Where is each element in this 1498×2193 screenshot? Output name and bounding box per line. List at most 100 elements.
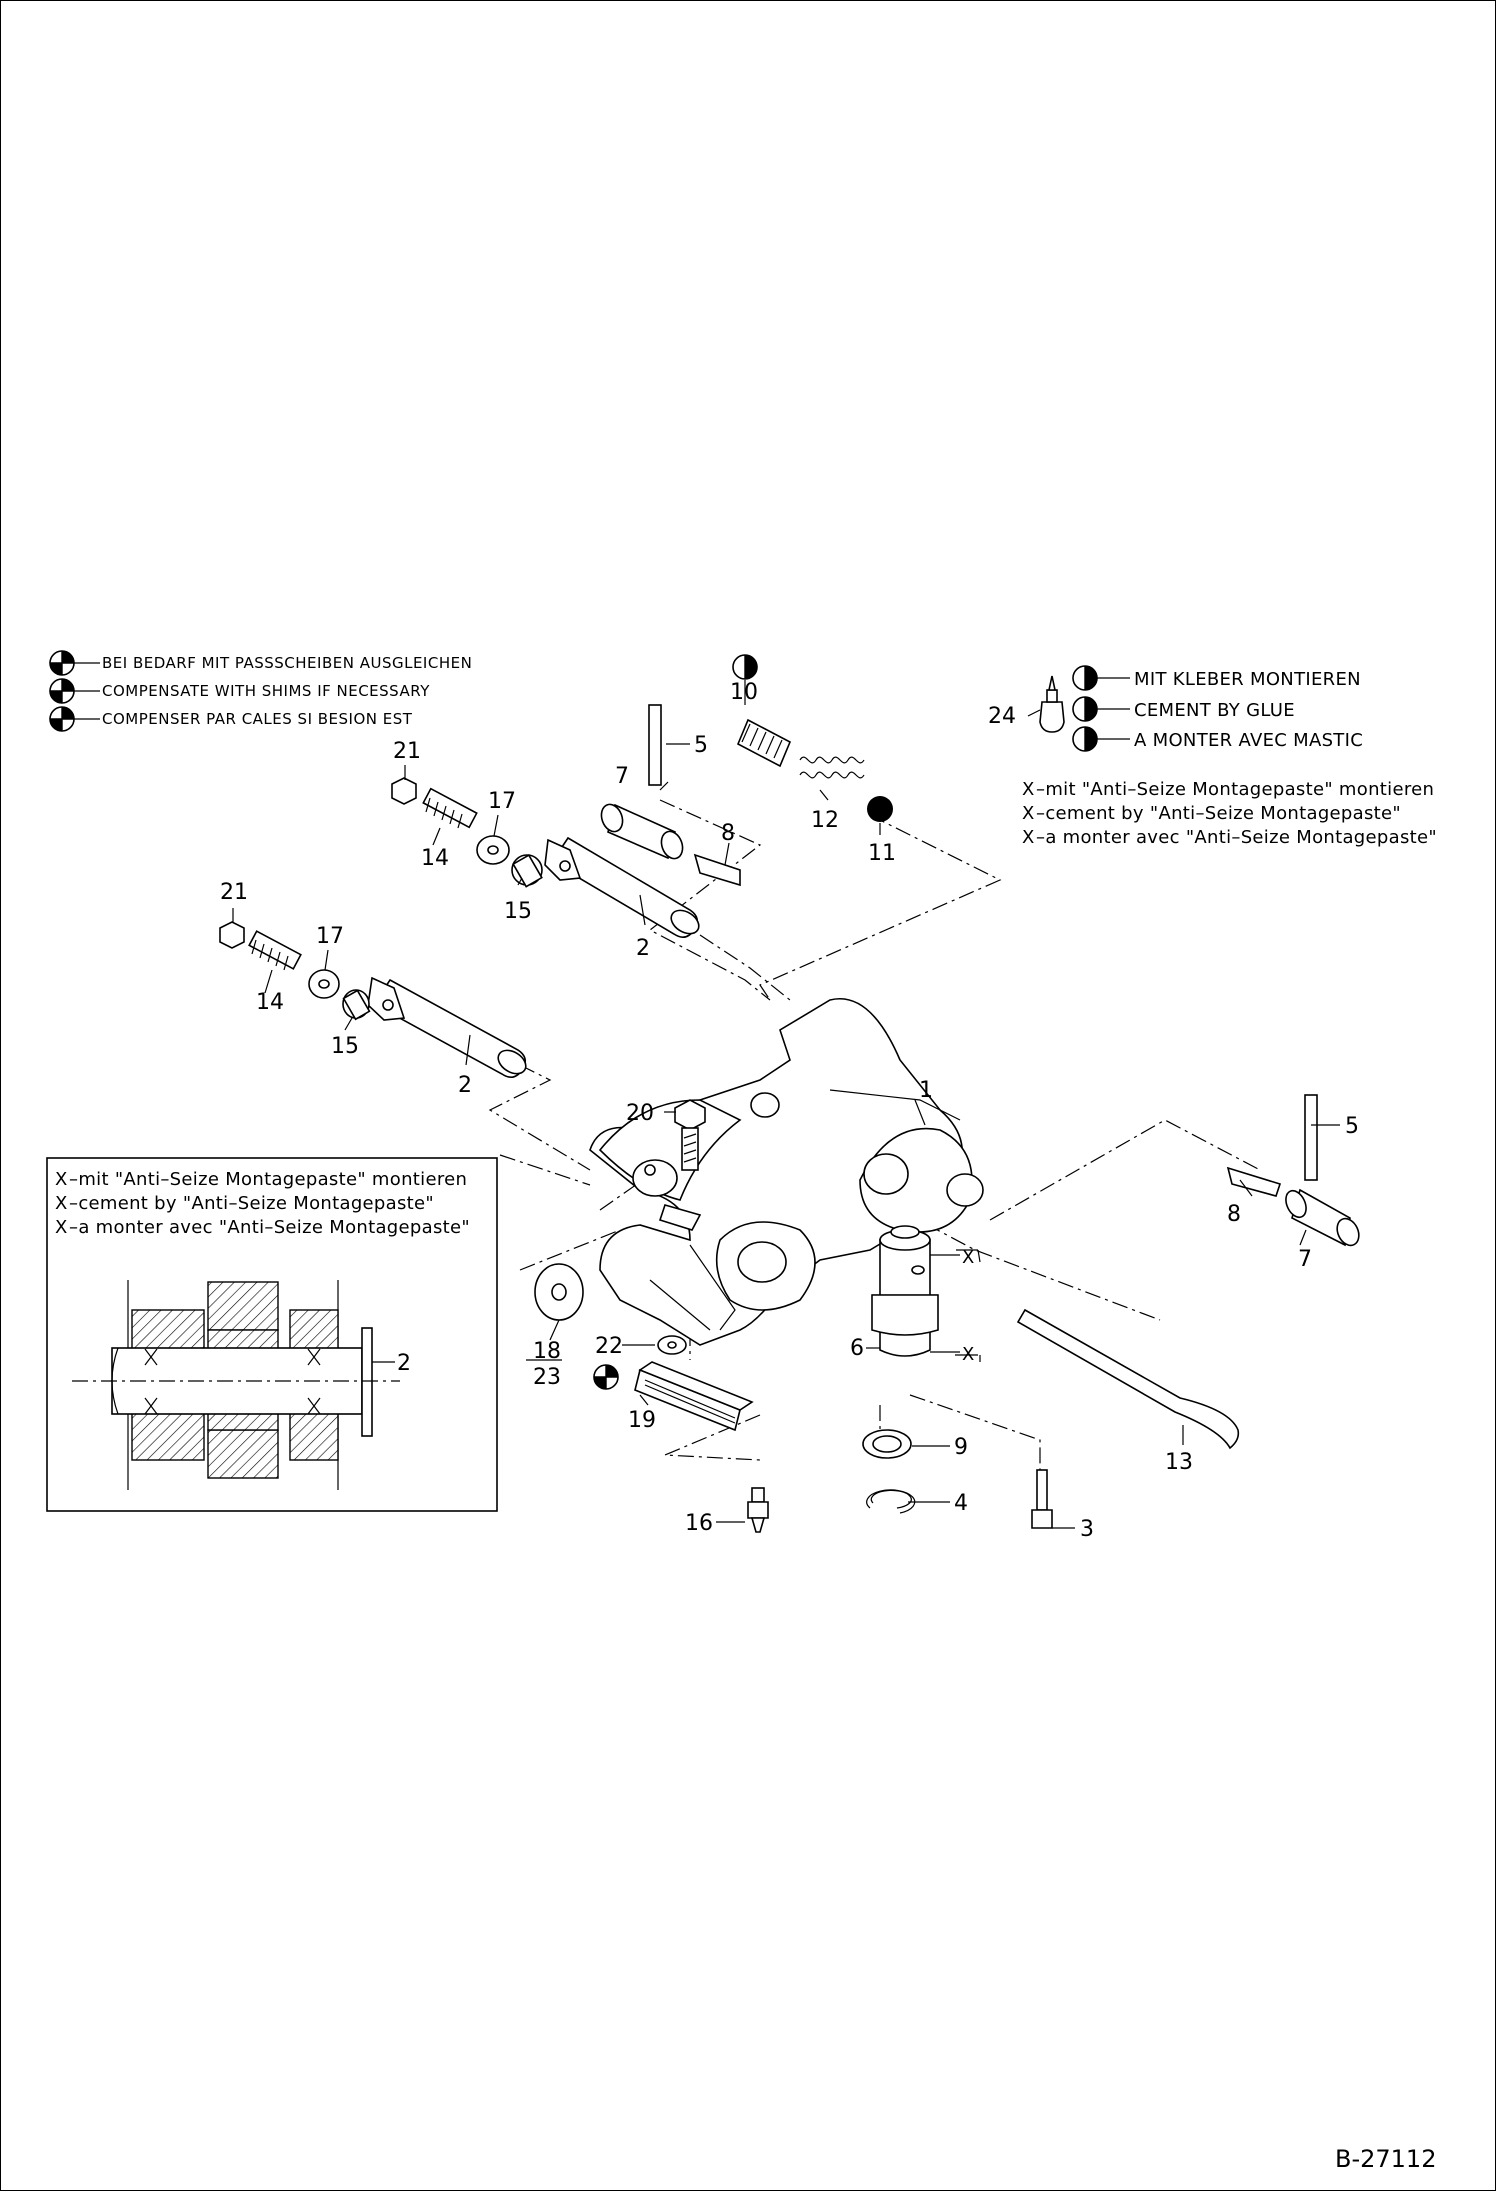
callout-17: 17 xyxy=(316,924,344,949)
antiseize-note-en: –cement by "Anti–Seize Montagepaste" xyxy=(1036,803,1401,824)
antiseize-mark: X xyxy=(55,1193,68,1214)
quartered-circle-icon xyxy=(593,1364,619,1390)
grease-nipple xyxy=(747,1487,769,1533)
threaded-stud xyxy=(248,930,302,971)
document-id: B-27112 xyxy=(1335,2145,1436,2173)
threaded-stud xyxy=(422,787,478,829)
half-filled-circle-icon xyxy=(1072,726,1098,752)
washer xyxy=(308,969,340,999)
hex-nut xyxy=(391,777,417,805)
callout-2: 2 xyxy=(397,1351,411,1376)
socket-screw xyxy=(1031,1469,1053,1529)
shims-note-de: BEI BEDARF MIT PASSSCHEIBEN AUSGLEICHEN xyxy=(102,654,472,672)
callout-15: 15 xyxy=(504,899,532,924)
shims-legend: BEI BEDARF MIT PASSSCHEIBEN AUSGLEICHEN … xyxy=(49,650,472,732)
antiseize-mark: X xyxy=(55,1217,68,1238)
inset-antiseize-fr: –a monter avec "Anti–Seize Montagepaste" xyxy=(69,1217,470,1238)
callout-13: 13 xyxy=(1165,1450,1193,1475)
shim-washer xyxy=(534,1263,584,1321)
callout-21: 21 xyxy=(393,739,421,764)
callout-2: 2 xyxy=(636,936,650,961)
antiseize-note-fr: –a monter avec "Anti–Seize Montagepaste" xyxy=(1036,827,1437,848)
quartered-circle-icon xyxy=(49,650,75,676)
callout-5: 5 xyxy=(1345,1114,1359,1139)
antiseize-mark: X xyxy=(962,1344,975,1365)
bushing-body xyxy=(342,989,371,1021)
callout-7: 7 xyxy=(1298,1247,1312,1272)
callout-8: 8 xyxy=(721,821,735,846)
callout-12: 12 xyxy=(811,808,839,833)
part-number-labels: 1 2 2 3 4 5 5 6 7 7 8 8 9 10 11 12 13 14… xyxy=(220,680,1359,1542)
adhesive-tube-icon xyxy=(1039,675,1065,733)
sleeve xyxy=(600,803,684,860)
antiseize-note-de: –mit "Anti–Seize Montagepaste" montieren xyxy=(1036,779,1434,800)
sleeve xyxy=(1285,1188,1360,1247)
callout-5: 5 xyxy=(694,733,708,758)
section-detail-inset: X X X –mit "Anti–Seize Montagepaste" mon… xyxy=(46,1157,498,1512)
glue-note-fr: A MONTER AVEC MASTIC xyxy=(1134,730,1363,751)
callout-24: 24 xyxy=(988,704,1016,729)
locking-pin xyxy=(1304,1094,1318,1181)
callout-15: 15 xyxy=(331,1034,359,1059)
washer-hole xyxy=(667,1341,677,1349)
washer xyxy=(476,835,510,865)
pin-upper xyxy=(544,836,700,938)
glue-note-en: CEMENT BY GLUE xyxy=(1134,700,1295,721)
inset-antiseize-en: –cement by "Anti–Seize Montagepaste" xyxy=(69,1193,434,1214)
flat-washer-hole xyxy=(872,1435,902,1453)
antiseize-mark: X xyxy=(1022,803,1035,824)
callout-14: 14 xyxy=(256,990,284,1015)
callout-16: 16 xyxy=(685,1511,713,1536)
assembly-centre-lines xyxy=(488,799,1261,1470)
callout-22: 22 xyxy=(595,1334,623,1359)
bushing-body xyxy=(512,854,543,888)
half-filled-circle-icon xyxy=(1072,665,1098,691)
antiseize-legend-right: X X X –mit "Anti–Seize Montagepaste" mon… xyxy=(1022,779,1437,848)
glue-legend: MIT KLEBER MONTIEREN CEMENT BY GLUE A MO… xyxy=(1039,665,1363,752)
callout-6: 6 xyxy=(850,1336,864,1361)
callout-8: 8 xyxy=(1227,1202,1241,1227)
ball xyxy=(867,796,893,822)
half-filled-circle-icon xyxy=(1072,696,1098,722)
glue-note-de: MIT KLEBER MONTIEREN xyxy=(1134,669,1361,690)
antiseize-mark: X xyxy=(962,1247,975,1268)
antiseize-mark: X xyxy=(55,1169,68,1190)
shims-note-en: COMPENSATE WITH SHIMS IF NECESSARY xyxy=(102,682,430,700)
locking-cylinder xyxy=(871,1225,939,1357)
quick-coupler-body xyxy=(589,998,984,1346)
callout-17: 17 xyxy=(488,789,516,814)
hex-nut xyxy=(219,921,245,949)
callout-23: 23 xyxy=(533,1365,561,1390)
pin-lower xyxy=(367,976,527,1078)
callout-9: 9 xyxy=(954,1435,968,1460)
spring xyxy=(799,756,865,779)
locking-pin xyxy=(648,704,662,786)
half-filled-circle-icon xyxy=(732,654,758,680)
callout-10: 10 xyxy=(730,680,758,705)
callout-18: 18 xyxy=(533,1339,561,1364)
quartered-circle-icon xyxy=(49,678,75,704)
callout-3: 3 xyxy=(1080,1517,1094,1542)
locking-plate xyxy=(693,853,741,887)
plunger xyxy=(736,718,792,768)
circlip-inner xyxy=(870,1489,912,1509)
quartered-circle-icon xyxy=(49,706,75,732)
callout-7: 7 xyxy=(615,764,629,789)
callout-21: 21 xyxy=(220,880,248,905)
inset-antiseize-de: –mit "Anti–Seize Montagepaste" montieren xyxy=(69,1169,467,1190)
locking-plate xyxy=(1226,1166,1282,1197)
antiseize-mark: X xyxy=(1022,779,1035,800)
callout-4: 4 xyxy=(954,1491,968,1516)
callout-11: 11 xyxy=(868,841,896,866)
shims-note-fr: COMPENSER PAR CALES SI BESION EST xyxy=(102,710,413,728)
antiseize-mark: X xyxy=(1022,827,1035,848)
callout-2: 2 xyxy=(458,1073,472,1098)
callout-19: 19 xyxy=(628,1408,656,1433)
callout-1: 1 xyxy=(919,1078,933,1103)
wear-pad xyxy=(634,1361,754,1432)
callout-leaders xyxy=(232,680,1340,1529)
callout-14: 14 xyxy=(421,846,449,871)
callout-20: 20 xyxy=(626,1101,654,1126)
